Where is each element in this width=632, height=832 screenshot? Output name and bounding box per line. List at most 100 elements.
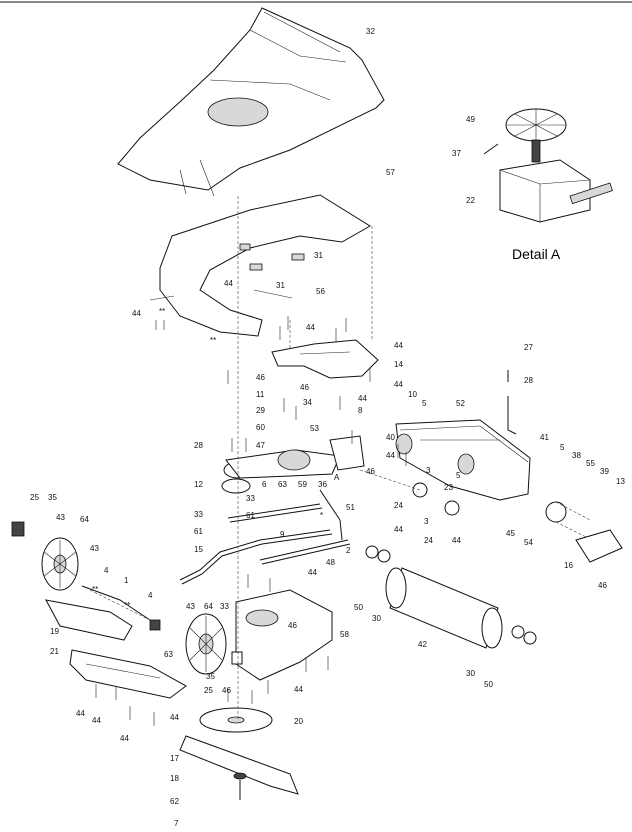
part-number-label: 1 xyxy=(124,576,129,585)
part-number-label: 32 xyxy=(366,27,375,36)
part-number-label: 37 xyxy=(452,149,461,158)
part-number-label: 46 xyxy=(300,383,309,392)
part-number-label: 56 xyxy=(316,287,325,296)
detail-a-gearbox xyxy=(483,108,613,223)
part-number-label: 54 xyxy=(524,538,533,547)
part-number-label: 44 xyxy=(224,279,233,288)
part-number-label: 20 xyxy=(294,717,303,726)
part-number-label: 28 xyxy=(194,441,203,450)
part-number-label: 3 xyxy=(424,517,429,526)
part-number-label: 62 xyxy=(170,797,179,806)
part-number-label: 2 xyxy=(346,546,351,555)
part-number-label: 43 xyxy=(56,513,65,522)
part-number-label: 5 xyxy=(456,471,461,480)
part-number-label: 24 xyxy=(424,536,433,545)
part-number-label: 4 xyxy=(104,566,109,575)
part-number-label: 43 xyxy=(186,602,195,611)
part-number-label: 44 xyxy=(308,568,317,577)
part-number-label: 21 xyxy=(50,647,59,656)
part-number-label: 44 xyxy=(394,380,403,389)
front-axle-part xyxy=(45,585,161,641)
assembly-axis-lines xyxy=(89,196,421,720)
part-number-label: 33 xyxy=(194,510,203,519)
part-number-label: 5 xyxy=(560,443,565,452)
part-number-label: 44 xyxy=(76,709,85,718)
part-number-label: 64 xyxy=(204,602,213,611)
rear-wheel xyxy=(185,613,243,675)
part-number-label: 44 xyxy=(358,394,367,403)
part-number-label: 59 xyxy=(298,480,307,489)
part-number-label: 46 xyxy=(598,581,607,590)
part-number-label: 53 xyxy=(310,424,319,433)
part-number-label: 55 xyxy=(586,459,595,468)
part-number-label: 46 xyxy=(222,686,231,695)
part-number-label: 19 xyxy=(50,627,59,636)
part-number-label: 58 xyxy=(340,630,349,639)
main-roller xyxy=(365,545,537,649)
part-number-label: 16 xyxy=(564,561,573,570)
part-number-label: 52 xyxy=(456,399,465,408)
blade-disc xyxy=(199,707,273,733)
part-number-label: ** xyxy=(92,585,98,594)
part-number-label: 30 xyxy=(372,614,381,623)
drive-belt-assembly xyxy=(221,435,365,494)
part-number-label: 15 xyxy=(194,545,203,554)
part-number-label: 8 xyxy=(358,406,363,415)
part-number-label: ** xyxy=(210,336,216,345)
part-number-label: A xyxy=(334,473,340,482)
part-number-label: 64 xyxy=(80,515,89,524)
part-number-label: 46 xyxy=(288,621,297,630)
part-number-label: 6 xyxy=(262,480,267,489)
part-number-label: 34 xyxy=(303,398,312,407)
part-number-label: * xyxy=(320,511,323,520)
part-number-label: 29 xyxy=(256,406,265,415)
part-number-label: 44 xyxy=(170,713,179,722)
part-number-label: 25 xyxy=(30,493,39,502)
part-number-label: 4 xyxy=(148,591,153,600)
part-number-label: 42 xyxy=(418,640,427,649)
front-wheel-left xyxy=(11,521,79,591)
part-number-label: 31 xyxy=(276,281,285,290)
part-number-label: 33 xyxy=(220,602,229,611)
part-number-label: 17 xyxy=(170,754,179,763)
part-number-label: 23 xyxy=(444,483,453,492)
part-number-label: 44 xyxy=(294,685,303,694)
part-number-label: 35 xyxy=(48,493,57,502)
part-number-label: 45 xyxy=(506,529,515,538)
part-number-label: 49 xyxy=(466,115,475,124)
part-number-label: 50 xyxy=(484,680,493,689)
part-number-label: 7 xyxy=(174,819,179,828)
part-number-label: 22 xyxy=(466,196,475,205)
part-number-label: 12 xyxy=(194,480,203,489)
part-number-label: 14 xyxy=(394,360,403,369)
part-number-label: 35 xyxy=(206,672,215,681)
part-number-label: 60 xyxy=(256,423,265,432)
part-number-label: 46 xyxy=(256,373,265,382)
fastener-screws xyxy=(95,316,407,726)
part-number-label: 5 xyxy=(422,399,427,408)
part-number-label: 48 xyxy=(326,558,335,567)
part-number-labels: 32 57 49 37 22 31 31 44 56 44 ** 44 ** 4… xyxy=(30,27,625,828)
part-number-label: 61 xyxy=(246,511,255,520)
handle-rods xyxy=(179,489,351,585)
part-number-label: 24 xyxy=(394,501,403,510)
part-number-label: 61 xyxy=(194,527,203,536)
detail-a-title: Detail A xyxy=(512,246,561,262)
part-number-label: 44 xyxy=(394,341,403,350)
rear-cover-part xyxy=(117,7,385,197)
part-number-label: 41 xyxy=(540,433,549,442)
part-number-label: 44 xyxy=(120,734,129,743)
part-number-label: 39 xyxy=(600,467,609,476)
part-number-label: 50 xyxy=(354,603,363,612)
part-number-label: 46 xyxy=(366,467,375,476)
part-number-label: 47 xyxy=(256,441,265,450)
part-number-label: 11 xyxy=(256,390,265,399)
part-number-label: 13 xyxy=(616,477,625,486)
part-number-label: 44 xyxy=(306,323,315,332)
part-number-label: 27 xyxy=(524,343,533,352)
part-number-label: ** xyxy=(124,601,130,610)
part-number-label: 44 xyxy=(92,716,101,725)
part-number-label: 33 xyxy=(246,494,255,503)
part-number-label: 44 xyxy=(386,451,395,460)
